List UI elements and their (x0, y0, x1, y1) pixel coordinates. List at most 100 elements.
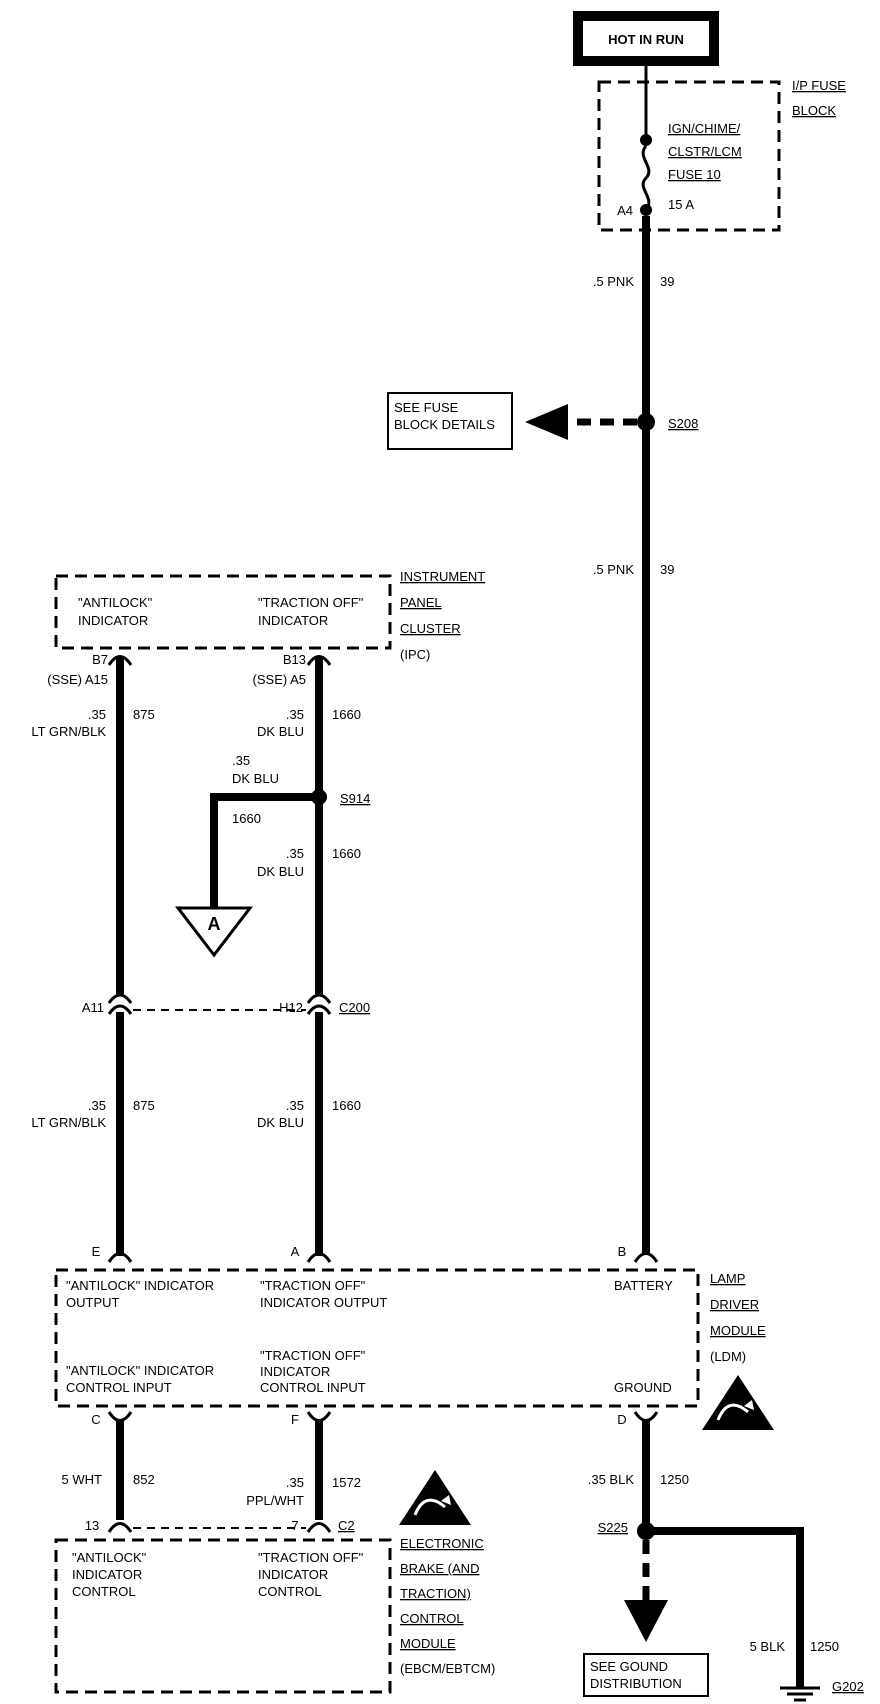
ldm-antilock-output-line2: OUTPUT (66, 1295, 120, 1310)
wire-1250-upper-circuit: 1250 (660, 1472, 689, 1487)
offpage-a-label: A (208, 914, 221, 934)
wire-1250-lower-gauge: 5 BLK (750, 1639, 786, 1654)
ldm-pin-d-symbol (633, 1411, 659, 1422)
c200-label: C200 (339, 1000, 370, 1015)
fuse-block-box (597, 80, 781, 232)
ipc-pin-b13: B13 (283, 652, 306, 667)
ebcm-pin-13: 13 (85, 1518, 99, 1533)
s914-branch-gauge-line1: .35 (232, 753, 250, 768)
s914-branch-gauge-line2: DK BLU (232, 771, 279, 786)
ebcm-traction-line1: "TRACTION OFF" (258, 1550, 364, 1565)
wire-875-lower-gauge-line1: .35 (88, 1098, 106, 1113)
ipc-pin-b7: B7 (92, 652, 108, 667)
ipc-name-line2: PANEL (400, 595, 442, 610)
c200-pin-a11-symbol (107, 993, 133, 1015)
fuse-pin-a4: A4 (617, 203, 633, 218)
wire-39-upper-circuit: 39 (660, 274, 674, 289)
ipc-name-line3: CLUSTER (400, 621, 461, 636)
wire-1660-upper-circuit: 1660 (332, 707, 361, 722)
ebcm-name-line3: TRACTION) (400, 1586, 471, 1601)
wire-1660-branch (210, 793, 319, 910)
ldm-traction-input-line3: CONTROL INPUT (260, 1380, 366, 1395)
wire-1572-gauge-line1: .35 (286, 1475, 304, 1490)
ldm-traction-output-line1: "TRACTION OFF" (260, 1278, 366, 1293)
ebcm-name-line4: CONTROL (400, 1611, 464, 1626)
esd-warning-icon (399, 1470, 471, 1525)
wire-875-upper-circuit: 875 (133, 707, 155, 722)
ebcm-traction-line3: CONTROL (258, 1584, 322, 1599)
fuse-bottom-terminal (640, 204, 652, 216)
splice-s208-label: S208 (668, 416, 698, 431)
ebcm-name-line2: BRAKE (AND (400, 1561, 479, 1576)
ldm-pin-b-symbol (633, 1252, 659, 1263)
c200-pin-h12-symbol (306, 993, 332, 1015)
ldm-pin-e: E (92, 1244, 101, 1259)
wire-875-upper-gauge-line2: LT GRN/BLK (31, 724, 106, 739)
wire-1660-lower-gauge-line2: DK BLU (257, 1115, 304, 1130)
ebcm-pin-7-symbol (306, 1522, 332, 1533)
splice-s914-label: S914 (340, 791, 370, 806)
ldm-traction-input-line1: "TRACTION OFF" (260, 1348, 366, 1363)
ldm-pin-f: F (291, 1412, 299, 1427)
ipc-name-line1: INSTRUMENT (400, 569, 485, 584)
wire-1250-lower (646, 1527, 804, 1688)
ldm-name-line1: LAMP (710, 1271, 745, 1286)
ebcm-name-line6: (EBCM/EBTCM) (400, 1661, 495, 1676)
wire-852-circuit: 852 (133, 1472, 155, 1487)
splice-s225-label: S225 (598, 1520, 628, 1535)
s225-arrow (624, 1600, 668, 1642)
wire-1660-mid-gauge-line2: DK BLU (257, 864, 304, 879)
wire-1250-upper-gauge: .35 BLK (588, 1472, 635, 1487)
wire-1660-upper-gauge-line2: DK BLU (257, 724, 304, 739)
wire-1572-gauge-line2: PPL/WHT (246, 1493, 304, 1508)
s208-arrow (525, 404, 568, 440)
wire-1660-mid-gauge-line1: .35 (286, 846, 304, 861)
wire-1250-lower-circuit: 1250 (810, 1639, 839, 1654)
ipc-antilock-line1: "ANTILOCK" (78, 595, 153, 610)
ldm-pin-f-symbol (306, 1411, 332, 1422)
fuse-name-line3: FUSE 10 (668, 167, 721, 182)
ebcm-name-line5: MODULE (400, 1636, 456, 1651)
wire-39-lower-circuit: 39 (660, 562, 674, 577)
ldm-pin-c: C (91, 1412, 100, 1427)
wire-852-gauge: 5 WHT (62, 1472, 103, 1487)
ebcm-pin-13-symbol (107, 1522, 133, 1533)
ldm-antilock-output-line1: "ANTILOCK" INDICATOR (66, 1278, 214, 1293)
fuse-name-line1: IGN/CHIME/ (668, 121, 741, 136)
ground-distribution-box (583, 1653, 709, 1697)
ldm-antilock-input-line2: CONTROL INPUT (66, 1380, 172, 1395)
ldm-pin-b: B (618, 1244, 627, 1259)
ebcm-antilock-line3: CONTROL (72, 1584, 136, 1599)
ldm-battery: BATTERY (614, 1278, 673, 1293)
ipc-pin-b7-symbol (107, 655, 133, 666)
ldm-name-line2: DRIVER (710, 1297, 759, 1312)
wire-39-lower-gauge: .5 PNK (593, 562, 635, 577)
wire-1660-upper-gauge-line1: .35 (286, 707, 304, 722)
ldm-box (54, 1268, 700, 1408)
fuse-block-details-line1: SEE FUSE (394, 400, 459, 415)
ldm-traction-output-line2: INDICATOR OUTPUT (260, 1295, 387, 1310)
hot-in-run-label: HOT IN RUN (608, 32, 684, 47)
ground-distribution-line1: SEE GOUND (590, 1659, 668, 1674)
fuse-block-name-line1: I/P FUSE (792, 78, 846, 93)
ebcm-name-line1: ELECTRONIC (400, 1536, 484, 1551)
c200-pin-a11: A11 (82, 1000, 104, 1015)
ground-g202-label: G202 (832, 1679, 864, 1694)
ldm-antilock-input-line1: "ANTILOCK" INDICATOR (66, 1363, 214, 1378)
ipc-pin-b13-symbol (306, 655, 332, 666)
fuse-block-details-line2: BLOCK DETAILS (394, 417, 495, 432)
ldm-pin-c-symbol (107, 1411, 133, 1422)
fuse-top-terminal (640, 134, 652, 146)
wire-1660-lower-gauge-line1: .35 (286, 1098, 304, 1113)
offpage-a-triangle (174, 906, 254, 958)
splice-s208 (637, 413, 655, 431)
wire-1572-circuit: 1572 (332, 1475, 361, 1490)
ipc-traction-line1: "TRACTION OFF" (258, 595, 364, 610)
ipc-pin-b7-sse: (SSE) A15 (47, 672, 108, 687)
ground-distribution-line2: DISTRIBUTION (590, 1676, 682, 1691)
s914-branch-circuit: 1660 (232, 811, 261, 826)
ground-symbol-icon (780, 1686, 820, 1702)
wire-875-upper-gauge-line1: .35 (88, 707, 106, 722)
ebcm-antilock-line1: "ANTILOCK" (72, 1550, 147, 1565)
